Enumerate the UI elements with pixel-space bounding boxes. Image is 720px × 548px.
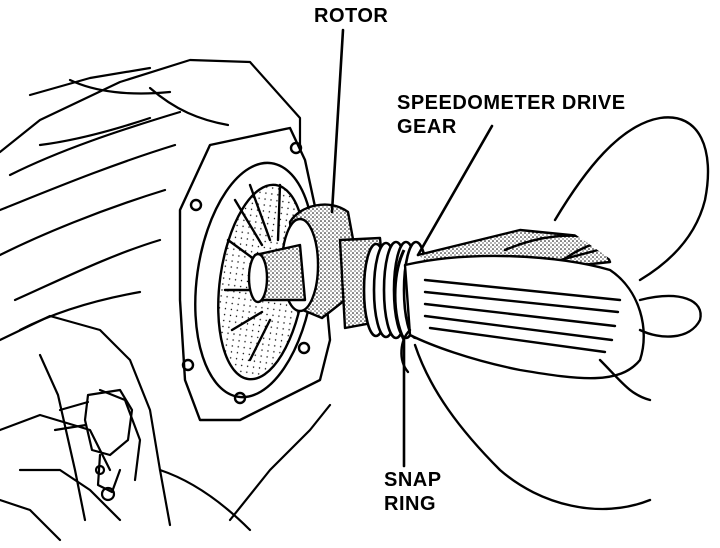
- snap-ring-label-line-1: SNAP: [384, 469, 442, 491]
- rotor-label: ROTOR: [314, 5, 389, 27]
- leader-lines: [330, 28, 494, 468]
- snap-ring: [393, 249, 406, 341]
- rotor-leader: [330, 28, 345, 214]
- snap-ring-label: SNAP RING: [384, 468, 442, 516]
- hand: [400, 116, 710, 511]
- rotor: [247, 203, 357, 320]
- speedometer-drive-gear-label-line-1: SPEEDOMETER DRIVE: [397, 92, 626, 114]
- speedometer-drive-gear-leader: [416, 124, 494, 257]
- transmission-case: [0, 58, 332, 542]
- speedometer-drive-gear-label-line-2: GEAR: [397, 116, 457, 138]
- speedometer-drive-gear-label: SPEEDOMETER DRIVE GEAR: [397, 91, 626, 139]
- snap-ring-label-line-2: RING: [384, 493, 436, 515]
